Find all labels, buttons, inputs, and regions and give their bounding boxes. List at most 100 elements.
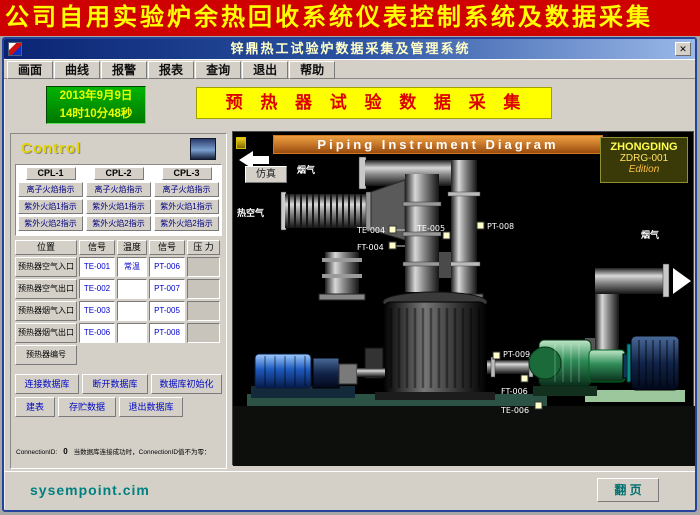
uv-flame2-indicator-button[interactable]: 紫外火焰2指示 [86, 216, 151, 231]
floor [233, 390, 695, 466]
cpl-group-area: CPL-1 离子火焰指示 紫外火焰1指示 紫外火焰2指示 CPL-2 离子火焰指… [15, 164, 222, 236]
cpl-group-2: CPL-2 离子火焰指示 紫外火焰1指示 紫外火焰2指示 [86, 167, 151, 233]
top-banner: 公司自用实验炉余热回收系统仪表控制系统及数据采集 [0, 0, 700, 36]
cpl-group-1: CPL-1 离子火焰指示 紫外火焰1指示 紫外火焰2指示 [18, 167, 83, 233]
flue-left-label: 烟气 [297, 164, 315, 176]
window-titlebar: 锌鼎热工试验炉数据采集及管理系统 ✕ [4, 39, 695, 59]
instruments [388, 221, 543, 410]
uv-flame1-indicator-button[interactable]: 紫外火焰1指示 [86, 199, 151, 214]
menu-item-help[interactable]: 帮助 [289, 61, 336, 79]
flue-left-arrow-icon [239, 151, 269, 169]
position-button[interactable]: 预热器空气出口 [15, 279, 77, 299]
diagram-logo-icon [236, 137, 246, 149]
uv-flame1-indicator-button[interactable]: 紫外火焰1指示 [154, 199, 219, 214]
uv-flame2-indicator-button[interactable]: 紫外火焰2指示 [18, 216, 83, 231]
menu-item-screen[interactable]: 画面 [7, 61, 54, 79]
cpl-group-label: CPL-1 [25, 167, 76, 180]
menu-item-curve[interactable]: 曲线 [54, 61, 101, 79]
menu-item-report[interactable]: 报表 [148, 61, 195, 79]
cpl-group-label: CPL-2 [93, 167, 144, 180]
date-text: 2013年9月9日 [59, 90, 133, 102]
signal2-value: PT-007 [149, 279, 185, 299]
pressure-value [187, 301, 220, 321]
col-header-pressure: 压 力 [187, 240, 220, 255]
ion-flame-indicator-button[interactable]: 离子火焰指示 [86, 182, 151, 197]
connection-note: 当数据库连接成功时，ConnectionID值不为零： [73, 449, 211, 456]
col-header-temp: 温度 [117, 240, 147, 255]
init-db-button[interactable]: 数据库初始化 [151, 374, 222, 394]
pump [528, 339, 597, 396]
piping-diagram-svg: 烟气 [233, 151, 695, 466]
cpl-group-3: CPL-3 离子火焰指示 紫外火焰1指示 紫外火焰2指示 [154, 167, 219, 233]
motors [588, 335, 680, 391]
col-header-signal1: 信号 [79, 240, 115, 255]
uv-flame1-indicator-button[interactable]: 紫外火焰1指示 [18, 199, 83, 214]
pressure-value [187, 279, 220, 299]
connect-db-button[interactable]: 连接数据库 [15, 374, 79, 394]
time-text: 14时10分48秒 [59, 108, 133, 120]
te004-label: TE-004 [356, 226, 385, 235]
temperature-value [117, 323, 147, 343]
window-footer: sysempoint.cim 翻 页 [4, 471, 695, 514]
menu-item-exit[interactable]: 退出 [242, 61, 289, 79]
connection-status: ConnectionID: 0 当数据库连接成功时，ConnectionID值不为零… [16, 446, 224, 456]
app-icon[interactable] [8, 42, 22, 56]
hot-air-duct [280, 191, 372, 231]
uv-flame2-indicator-button[interactable]: 紫外火焰2指示 [154, 216, 219, 231]
signal1-value: TE-006 [79, 323, 115, 343]
signal-table: 位置 信号 温度 信号 压 力 预热器空气入口 TE-001 常温 PT-006 [15, 240, 224, 367]
ion-flame-indicator-button[interactable]: 离子火焰指示 [18, 182, 83, 197]
signal1-value: TE-003 [79, 301, 115, 321]
piping-diagram-panel: 烟气 [232, 131, 695, 466]
menu-item-query[interactable]: 查询 [195, 61, 242, 79]
control-label: Control [21, 140, 82, 157]
position-button[interactable]: 预热器烟气入口 [15, 301, 77, 321]
cpl-group-label: CPL-3 [161, 167, 212, 180]
page-turn-button[interactable]: 翻 页 [597, 478, 659, 502]
table-row: 预热器空气出口 TE-002 PT-007 [15, 279, 224, 299]
menu-bar: 画面 曲线 报警 报表 查询 退出 帮助 [4, 59, 695, 79]
ft006-label: FT-006 [501, 387, 528, 396]
col-header-position: 位置 [15, 240, 77, 255]
vendor-badge: ZHONGDING ZDRG-001 Edition [600, 137, 688, 183]
window-title: 锌鼎热工试验炉数据采集及管理系统 [230, 41, 471, 56]
menu-item-alarm[interactable]: 报警 [101, 61, 148, 79]
simulation-button[interactable]: 仿真 [245, 166, 287, 183]
pressure-value [187, 257, 220, 277]
diagram-title: Piping Instrument Diagram [273, 135, 603, 154]
position-button[interactable]: 预热器烟气出口 [15, 323, 77, 343]
ion-flame-indicator-button[interactable]: 离子火焰指示 [154, 182, 219, 197]
create-table-button[interactable]: 建表 [15, 397, 55, 417]
exit-db-button[interactable]: 退出数据库 [119, 397, 183, 417]
equipment-thumbnail-icon [190, 138, 216, 160]
pressure-value [187, 323, 220, 343]
pt009-label: PT-009 [503, 350, 530, 359]
control-panel: Control CPL-1 离子火焰指示 紫外火焰1指示 紫外火焰2指示 CPL… [10, 133, 227, 469]
ft004-label: FT-004 [357, 243, 384, 252]
position-button[interactable]: 预热器空气入口 [15, 257, 77, 277]
store-data-button[interactable]: 存贮数据 [58, 397, 116, 417]
table-row: 预热器烟气入口 TE-003 PT-005 [15, 301, 224, 321]
model-number: ZDRG-001 [619, 153, 669, 164]
table-row: 预热器烟气出口 TE-006 PT-008 [15, 323, 224, 343]
content-area: Control CPL-1 离子火焰指示 紫外火焰1指示 紫外火焰2指示 CPL… [4, 131, 695, 471]
disconnect-db-button[interactable]: 断开数据库 [82, 374, 148, 394]
pt008-label: PT-008 [487, 222, 514, 231]
col-header-signal2: 信号 [149, 240, 185, 255]
temperature-value [117, 279, 147, 299]
database-buttons-row2: 建表 存贮数据 退出数据库 [15, 397, 183, 417]
table-header-row: 位置 信号 温度 信号 压 力 [15, 240, 224, 255]
vendor-name: ZHONGDING [610, 141, 678, 153]
temperature-value: 常温 [117, 257, 147, 277]
preheater-id-button[interactable]: 预热器编号 [15, 345, 77, 365]
flue-right-label: 烟气 [641, 229, 659, 241]
connection-id-value: 0 [63, 447, 68, 456]
connection-id-label: ConnectionID: [16, 449, 58, 456]
signal1-value: TE-002 [79, 279, 115, 299]
heat-exchanger-stack [318, 174, 451, 301]
sub-header: 2013年9月9日 14时10分48秒 预 热 器 试 验 数 据 采 集 [4, 79, 695, 131]
signal2-value: PT-008 [149, 323, 185, 343]
close-icon[interactable]: ✕ [675, 42, 691, 56]
main-window: 锌鼎热工试验炉数据采集及管理系统 ✕ 画面 曲线 报警 报表 查询 退出 帮助 … [2, 37, 697, 512]
